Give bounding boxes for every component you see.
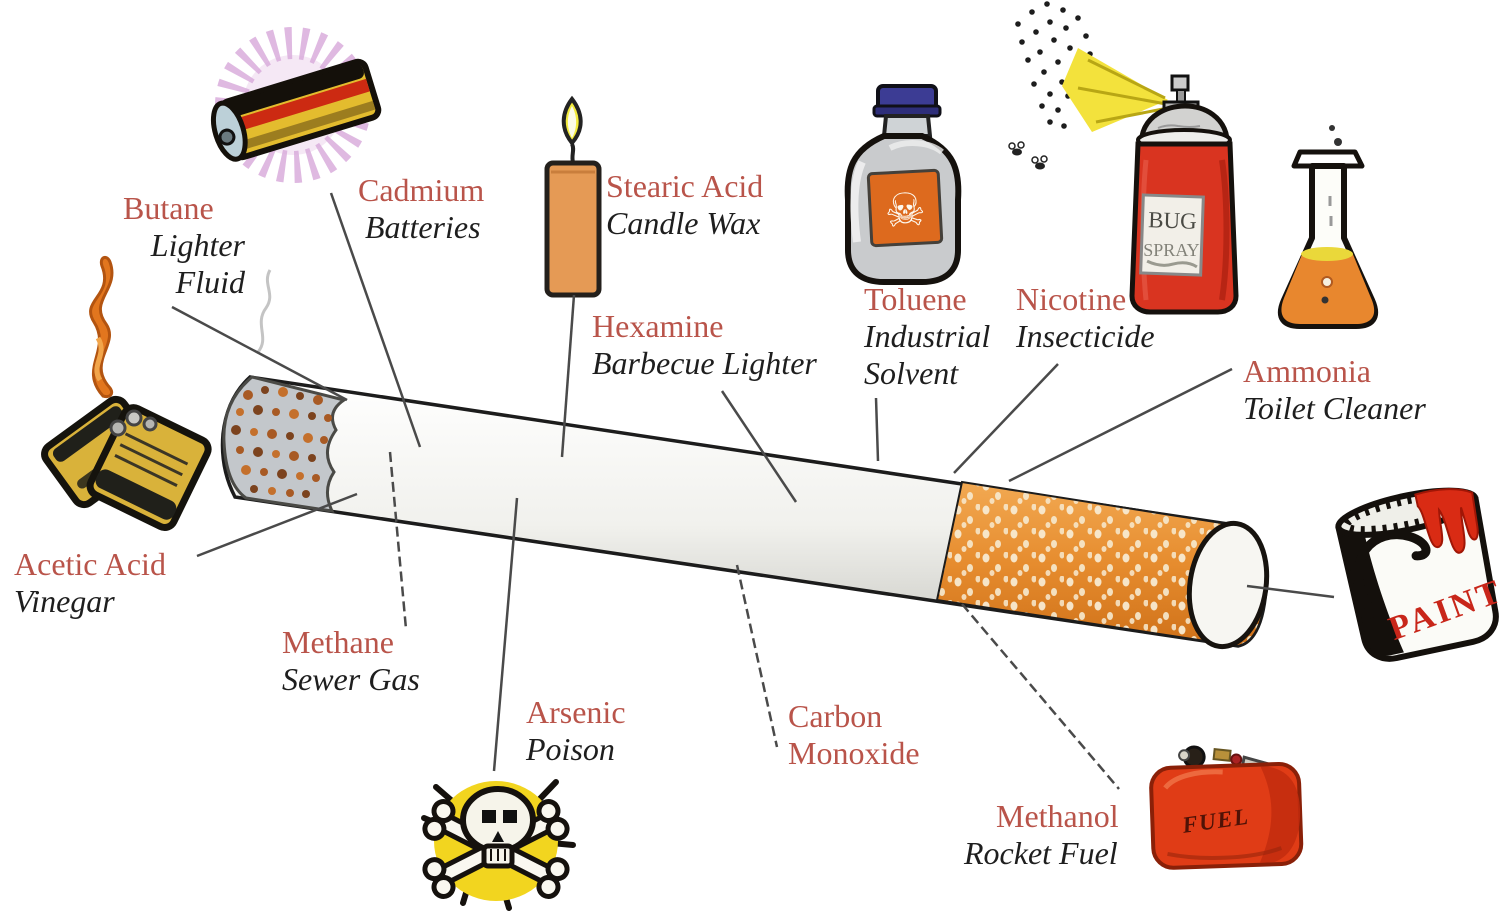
label-carbon-monoxide: Carbon Monoxide xyxy=(788,698,920,772)
fly-icon xyxy=(1008,141,1048,170)
butane-connector xyxy=(171,305,348,402)
bug-spray-label xyxy=(1139,193,1205,277)
common-name: Toilet Cleaner xyxy=(1243,389,1426,426)
label-arsenic: Arsenic Poison xyxy=(526,694,626,768)
spray-fan xyxy=(1062,48,1168,132)
cigarette-illustration xyxy=(220,375,1270,650)
label-methane: Methane Sewer Gas xyxy=(282,624,420,698)
common-name: Vinegar xyxy=(14,582,115,619)
label-nicotine: Nicotine Insecticide xyxy=(1016,281,1155,355)
candle-icon xyxy=(544,95,602,298)
acetic-acid-connector xyxy=(196,492,358,558)
ember-spots xyxy=(231,386,332,498)
common-name: Poison xyxy=(526,730,615,767)
chemical-name: Ammonia xyxy=(1243,353,1371,389)
chemical-name: Hexamine xyxy=(592,308,724,344)
skull-glyph: ☠ xyxy=(883,184,927,237)
cigarette-butt-end xyxy=(1186,520,1270,650)
battery-icon xyxy=(210,27,382,183)
bug-spray-icon: BUG SPRAY xyxy=(1008,1,1239,315)
skull-crossbones-icon xyxy=(421,779,576,911)
chemical-name: Acetic Acid xyxy=(14,546,166,582)
bug-spray-label-text1: BUG xyxy=(1148,207,1197,234)
chemical-name: Methanol xyxy=(996,798,1119,834)
common-name: Industrial Solvent xyxy=(864,317,991,391)
chemical-name: Methane xyxy=(282,624,394,660)
cigarette-ember xyxy=(222,375,348,513)
stearic-acid-connector xyxy=(560,294,576,458)
paint-connector xyxy=(1246,584,1335,599)
poison-label xyxy=(866,168,944,248)
bug-spray-label-text2: SPRAY xyxy=(1143,240,1199,260)
label-hexamine: Hexamine Barbecue Lighter xyxy=(592,308,817,382)
label-ammonia: Ammonia Toilet Cleaner xyxy=(1243,353,1426,427)
label-cadmium: Cadmium Batteries xyxy=(358,172,484,246)
paint-can-handle xyxy=(1354,530,1431,610)
label-butane: Butane Lighter Fluid xyxy=(123,190,245,300)
methanol-connector xyxy=(961,603,1120,790)
chemical-name: Carbon Monoxide xyxy=(788,698,920,771)
flask-liquid xyxy=(1281,252,1375,324)
paint-drip xyxy=(1414,488,1479,554)
label-methanol: Methanol Rocket Fuel xyxy=(964,798,1119,872)
chemical-name: Nicotine xyxy=(1016,281,1127,317)
chemical-name: Arsenic xyxy=(526,694,626,730)
common-name: Lighter Fluid xyxy=(150,226,245,300)
lighter-icon xyxy=(41,255,212,531)
label-acetic-acid: Acetic Acid Vinegar xyxy=(14,546,166,620)
lighter-flame xyxy=(89,255,114,398)
common-name: Candle Wax xyxy=(606,204,761,241)
carbon-monoxide-connector xyxy=(735,564,779,748)
arsenic-connector xyxy=(492,497,519,772)
label-toluene: Toluene Industrial Solvent xyxy=(864,281,990,391)
common-name: Rocket Fuel xyxy=(964,834,1118,871)
common-name: Batteries xyxy=(365,208,481,245)
cadmium-connector xyxy=(329,192,422,448)
common-name: Insecticide xyxy=(1016,317,1155,354)
chemical-name: Stearic Acid xyxy=(606,168,764,204)
toluene-connector xyxy=(874,397,880,462)
paint-can-icon: PAINT xyxy=(1335,487,1508,662)
smoke-squiggle xyxy=(256,269,272,353)
nicotine-connector xyxy=(953,363,1059,474)
solvent-bottle-icon: ☠ xyxy=(844,84,962,285)
chemical-name: Cadmium xyxy=(358,172,485,208)
chemical-name: Butane xyxy=(123,190,214,226)
common-name: Sewer Gas xyxy=(282,660,420,697)
common-name: Barbecue Lighter xyxy=(592,344,817,381)
fuel-can-icon: FUEL xyxy=(1149,745,1304,870)
flask-icon xyxy=(1277,125,1379,329)
connector-lines xyxy=(171,192,1335,790)
chemical-name: Toluene xyxy=(864,281,967,317)
hexamine-connector xyxy=(720,390,798,503)
label-stearic-acid: Stearic Acid Candle Wax xyxy=(606,168,763,242)
ammonia-connector xyxy=(1008,367,1233,483)
